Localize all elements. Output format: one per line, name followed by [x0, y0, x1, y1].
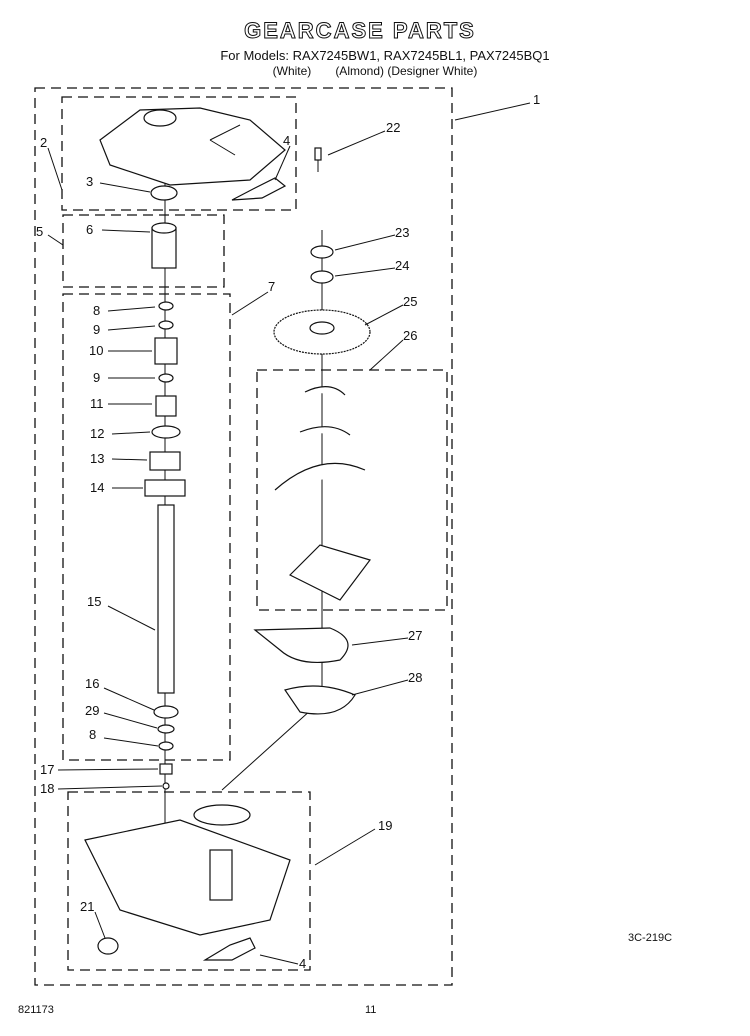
- washer-23: [310, 245, 334, 259]
- callout-11: 11: [90, 396, 104, 411]
- washer-29: [157, 724, 175, 734]
- axis-connector: [221, 699, 323, 791]
- color-list: (White) (Almond) (Designer White): [0, 64, 750, 78]
- seal-21: [97, 937, 119, 955]
- callout-17: 17: [40, 762, 54, 777]
- fork-28: [284, 685, 356, 715]
- group-box-5: [62, 214, 225, 288]
- washer-16: [153, 705, 179, 719]
- callout-18: 18: [40, 781, 54, 796]
- ring-part-26a: [304, 386, 346, 396]
- callout-5: 5: [36, 224, 43, 239]
- lever-27: [253, 627, 349, 664]
- color-almond-designer: (Almond) (Designer White): [335, 64, 478, 78]
- callout-26: 26: [403, 328, 417, 343]
- callout-8b: 8: [89, 727, 96, 742]
- callout-16: 16: [85, 676, 99, 691]
- callout-23: 23: [395, 225, 409, 240]
- diagram-code: 3C-219C: [628, 932, 673, 944]
- callout-9b: 9: [93, 370, 100, 385]
- grease-tube-bottom: [202, 937, 256, 961]
- callout-14: 14: [90, 480, 104, 495]
- shaft-15: [157, 504, 175, 694]
- callout-29: 29: [85, 703, 99, 718]
- callout-22: 22: [386, 120, 400, 135]
- washer-24: [310, 270, 334, 284]
- color-white: (White): [272, 64, 312, 78]
- gearcase-base-19: [84, 804, 291, 936]
- clip-8b: [158, 741, 174, 751]
- document-number: 821173: [18, 1004, 54, 1016]
- part-14: [144, 479, 186, 497]
- callout-2: 2: [40, 135, 47, 150]
- gearcase-cover: [99, 107, 286, 186]
- callout-27: 27: [408, 628, 422, 643]
- callout-21: 21: [80, 899, 94, 914]
- pinion-6: [151, 222, 177, 269]
- spring-10: [154, 337, 178, 365]
- callout-8: 8: [93, 303, 100, 318]
- callout-6: 6: [86, 222, 93, 237]
- gear-25: [273, 309, 371, 355]
- callout-24: 24: [395, 258, 409, 273]
- callout-4: 4: [283, 133, 290, 148]
- callout-3: 3: [86, 174, 93, 189]
- callout-1: 1: [533, 92, 540, 107]
- callout-15: 15: [87, 594, 101, 609]
- group-box-2: [61, 96, 297, 211]
- ring-part-26c: [274, 462, 366, 491]
- seal-3: [150, 185, 178, 201]
- group-box-26: [256, 369, 448, 611]
- callout-13: 13: [90, 451, 104, 466]
- callout-10: 10: [89, 343, 103, 358]
- washer-9b: [158, 373, 174, 383]
- group-box-19: [67, 791, 311, 971]
- diagram-title: GEARCASE PARTS: [244, 18, 476, 44]
- part-11: [155, 395, 177, 417]
- callout-25: 25: [403, 294, 417, 309]
- page-number: 11: [365, 1004, 377, 1016]
- plate-26: [288, 544, 371, 601]
- callout-19: 19: [378, 818, 392, 833]
- group-box-7: [62, 293, 231, 761]
- callout-12: 12: [90, 426, 104, 441]
- ring-part-26b: [299, 426, 351, 436]
- callout-7: 7: [268, 279, 275, 294]
- leader-lines: [47, 102, 531, 965]
- part-13: [149, 451, 181, 471]
- callout-9: 9: [93, 322, 100, 337]
- model-list: For Models: RAX7245BW1, RAX7245BL1, PAX7…: [220, 48, 550, 63]
- ball-18: [162, 782, 170, 790]
- grease-tube-top: [231, 177, 287, 201]
- part-17: [159, 763, 173, 775]
- clip-8: [158, 301, 174, 311]
- callout-28: 28: [408, 670, 422, 685]
- washer-9: [158, 320, 174, 330]
- ring-12: [151, 425, 181, 439]
- screw-22: [314, 147, 322, 172]
- assembly-box-1: [34, 87, 453, 986]
- callout-4b: 4: [299, 956, 306, 971]
